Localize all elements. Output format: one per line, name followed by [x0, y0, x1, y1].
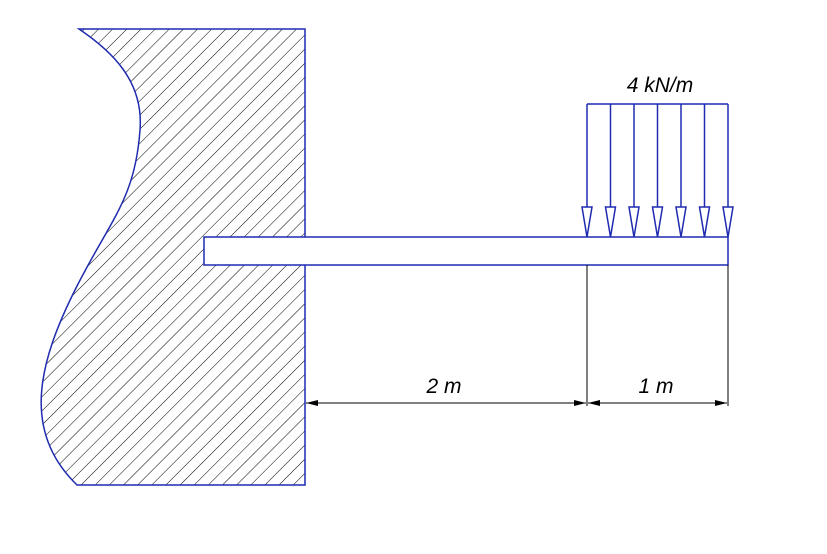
load-arrow [581, 104, 593, 238]
load-arrow [675, 104, 687, 238]
load-arrow [628, 104, 640, 238]
dimension-label-right: 1 m [638, 375, 673, 398]
dimension-right: 1 m [588, 375, 727, 406]
dimension-label-left: 2 m [425, 375, 461, 398]
load-arrow [651, 104, 664, 238]
dimension-left: 2 m [306, 375, 586, 406]
load-arrow [722, 104, 734, 238]
wall-hatch [40, 28, 306, 486]
load-arrow [604, 104, 617, 238]
beam [203, 236, 729, 266]
load-label: 4 kN/m [627, 74, 694, 97]
load-arrow [698, 104, 711, 238]
load-arrows [581, 104, 734, 238]
wall-support [40, 28, 306, 486]
distributed-load: 4 kN/m [581, 74, 734, 238]
